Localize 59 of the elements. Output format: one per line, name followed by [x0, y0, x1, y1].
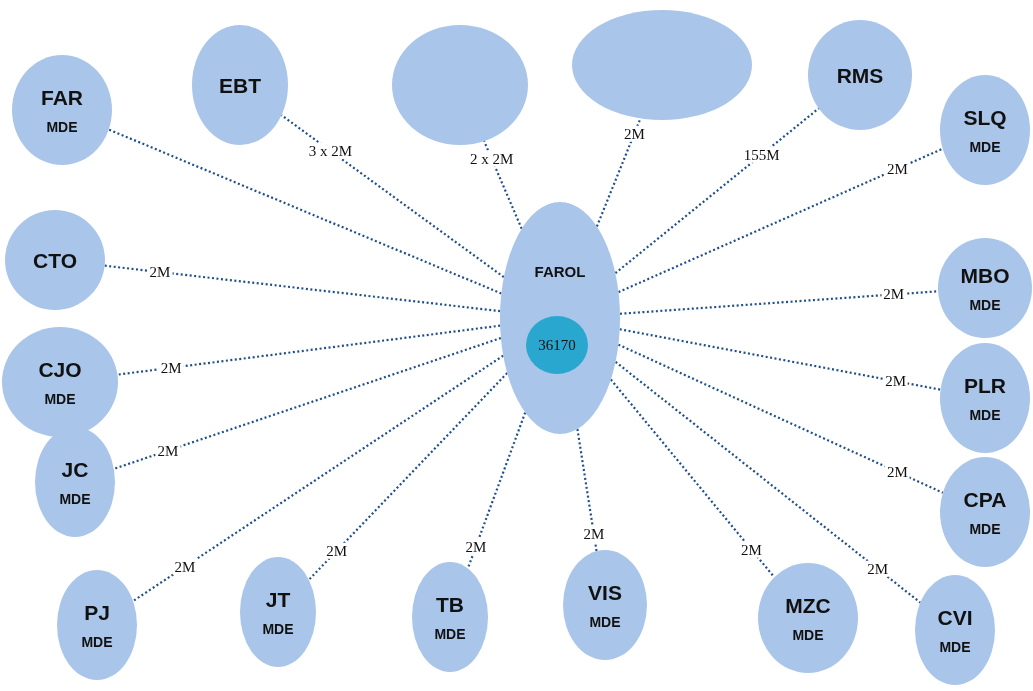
node-sublabel: MDE	[792, 627, 824, 642]
node-label: CTO	[33, 249, 77, 271]
dotted-line	[108, 128, 502, 295]
dotted-line	[614, 107, 820, 275]
node-label: PLR	[964, 374, 1006, 396]
edge-label: 2M	[739, 541, 764, 558]
dotted-line	[113, 336, 502, 470]
node-label: VIS	[588, 581, 622, 603]
node-label: FAROL	[534, 264, 586, 279]
node-sublabel: MDE	[262, 621, 294, 636]
node-sublabel: MDE	[969, 297, 1001, 312]
node-label: FAR	[41, 86, 83, 108]
node-sublabel: MDE	[969, 407, 1001, 422]
circle-node: 36170	[526, 316, 588, 374]
edge-label: 2M	[172, 558, 198, 575]
dotted-line	[117, 324, 501, 376]
dotted-line	[308, 372, 508, 581]
dotted-line	[619, 290, 939, 315]
dotted-line	[618, 147, 944, 294]
node-sublabel: MDE	[46, 119, 78, 134]
node-sublabel: MDE	[589, 614, 621, 629]
dotted-line	[614, 361, 921, 604]
dotted-line	[619, 328, 941, 391]
edge-label: 2 x 2M	[467, 150, 516, 167]
edge-label: 3 x 2M	[306, 142, 355, 160]
node-label: SLQ	[963, 106, 1007, 128]
node-sublabel: MDE	[44, 391, 76, 406]
node-label: CPA	[963, 488, 1007, 510]
node-label: EBT	[219, 74, 261, 96]
node-label: MBO	[960, 264, 1010, 286]
node-label: CVI	[937, 606, 973, 628]
dotted-line	[617, 343, 944, 494]
edge-label: 2M	[884, 160, 910, 178]
node-label: MZC	[785, 594, 831, 616]
dotted-line	[104, 264, 501, 313]
edge-label: 2M	[155, 442, 181, 459]
node-sublabel: MDE	[969, 521, 1001, 536]
node-sublabel: MDE	[59, 491, 91, 506]
node-label: PJ	[84, 601, 110, 623]
node-sublabel: MDE	[434, 626, 466, 641]
edge-label: 2M	[463, 538, 489, 555]
node-sublabel: MDE	[81, 634, 113, 649]
node-label: JC	[61, 458, 89, 480]
edge-label: 2M	[324, 542, 349, 560]
node-label: TB	[436, 593, 464, 615]
node-label: JT	[265, 588, 291, 610]
node-label: CJO	[38, 358, 82, 380]
edge-label: 2M	[865, 560, 891, 578]
edge-label: 2M	[581, 525, 607, 543]
dotted-line	[132, 354, 504, 603]
node-sublabel: MDE	[939, 639, 971, 654]
dotted-line	[466, 412, 527, 569]
edge-label: 2M	[621, 125, 647, 142]
dotted-line	[595, 118, 642, 227]
dotted-line	[576, 428, 598, 552]
node-sublabel: MDE	[969, 139, 1001, 154]
node-label: RMS	[836, 64, 884, 86]
dotted-line	[610, 378, 776, 578]
edge-label: 2M	[885, 463, 910, 481]
